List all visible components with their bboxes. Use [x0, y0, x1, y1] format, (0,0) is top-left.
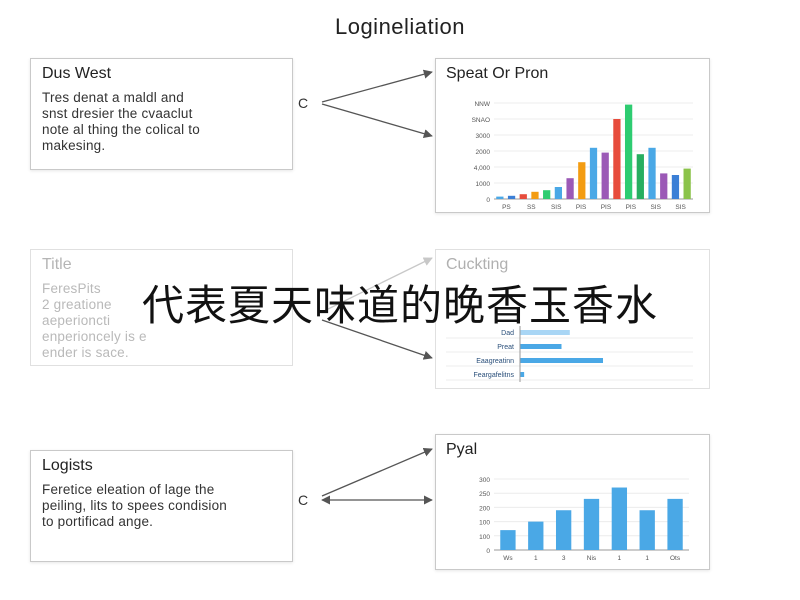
bar — [613, 119, 621, 199]
bar — [636, 154, 644, 199]
x-tick-label: SIS — [551, 204, 562, 211]
hbar — [520, 358, 603, 363]
bar — [566, 178, 574, 199]
chart-title: Speat Or Pron — [446, 65, 549, 82]
x-tick-label: 1 — [534, 555, 538, 562]
hbar — [520, 330, 570, 335]
x-tick-label: PS — [502, 204, 511, 211]
text-box-title: Dus West — [42, 65, 112, 82]
page-title: Logineliation — [334, 14, 466, 39]
bar — [500, 530, 516, 550]
chart-title: Pyal — [446, 441, 478, 458]
hbar — [520, 372, 525, 377]
bar — [554, 187, 563, 199]
category-label: Feargafelitns — [474, 372, 515, 379]
bar — [648, 147, 656, 199]
x-tick-label: 1 — [645, 555, 649, 562]
x-tick-label: SIS — [650, 204, 661, 211]
bar — [683, 168, 691, 199]
bar — [583, 498, 600, 550]
text-box-body: FeresPits 2 greatione aeperioncti enperi… — [42, 281, 147, 360]
bar — [671, 175, 680, 199]
bar — [624, 104, 633, 199]
x-tick-label: Ws — [503, 555, 513, 562]
x-tick-label: Nis — [587, 555, 597, 562]
category-label: Eaagreatinn — [476, 358, 514, 365]
bar — [528, 521, 544, 550]
y-tick-label: 300 — [479, 477, 490, 484]
y-tick-label: 100 — [479, 520, 490, 527]
text-box-row3: Logists Feretice eleation of lage the pe… — [30, 450, 293, 562]
y-tick-label: 1000 — [476, 181, 491, 188]
connector-label-row1: C — [298, 95, 309, 111]
bar — [611, 487, 628, 550]
y-tick-label: 250 — [479, 491, 490, 498]
overlay-caption: 代表夏天味道的晚香玉香水 — [141, 281, 658, 330]
x-tick-label: SS — [527, 204, 536, 211]
x-tick-label: PIS — [626, 204, 637, 211]
text-box-title: Title — [42, 256, 72, 273]
y-tick-label: NNW — [474, 101, 490, 108]
y-tick-label: 0 — [486, 548, 490, 555]
hbar — [520, 344, 562, 349]
y-tick-label: 3000 — [476, 133, 491, 140]
y-tick-label: 4,000 — [474, 165, 491, 172]
connector-label-row3: C — [298, 492, 309, 508]
text-box-row1: Dus West Tres denat a maldl and snst dre… — [30, 58, 293, 170]
x-tick-label: SIS — [675, 204, 686, 211]
bar — [589, 147, 598, 199]
bar — [578, 162, 586, 199]
text-box-body: Tres denat a maldl and snst dresier the … — [42, 90, 200, 153]
bar-chart: NNW SNAO 3000 2000 4,000 1000 0PS SS SIS PIS PIS PI… — [472, 101, 693, 211]
x-tick-label: Ots — [670, 555, 681, 562]
y-tick-label: SNAO — [472, 117, 490, 124]
category-label: Preat — [497, 344, 514, 351]
text-box-body: Feretice eleation of lage the peiling, l… — [42, 482, 228, 529]
bar — [555, 510, 572, 550]
bar — [601, 152, 609, 199]
bar-chart: 300 250 200 100 100 0Ws 1 3 Nis 1 1 Ots — [479, 477, 689, 562]
y-tick-label: 0 — [486, 197, 490, 204]
x-tick-label: PIS — [576, 204, 587, 211]
arrow-row1-top — [321, 69, 433, 103]
x-tick-label: 1 — [618, 555, 622, 562]
bar — [543, 190, 551, 199]
bar — [660, 173, 668, 199]
bar — [519, 194, 527, 199]
y-tick-label: 2000 — [476, 149, 491, 156]
bar — [667, 498, 683, 550]
category-label: Dad — [501, 330, 514, 337]
x-tick-label: PIS — [601, 204, 612, 211]
bar — [496, 196, 504, 199]
x-tick-label: 3 — [562, 555, 566, 562]
bar — [639, 510, 655, 550]
bar — [531, 191, 539, 199]
arrow-row3-top — [321, 448, 433, 497]
chart-title: Cuckting — [446, 256, 509, 273]
text-box-row2: Title FeresPits 2 greatione aeperioncti … — [30, 249, 293, 366]
text-box-title: Logists — [42, 457, 93, 474]
y-tick-label: 200 — [479, 505, 490, 512]
bar — [507, 195, 516, 199]
arrow-row1-bottom — [321, 103, 433, 139]
y-tick-label: 100 — [479, 534, 490, 541]
